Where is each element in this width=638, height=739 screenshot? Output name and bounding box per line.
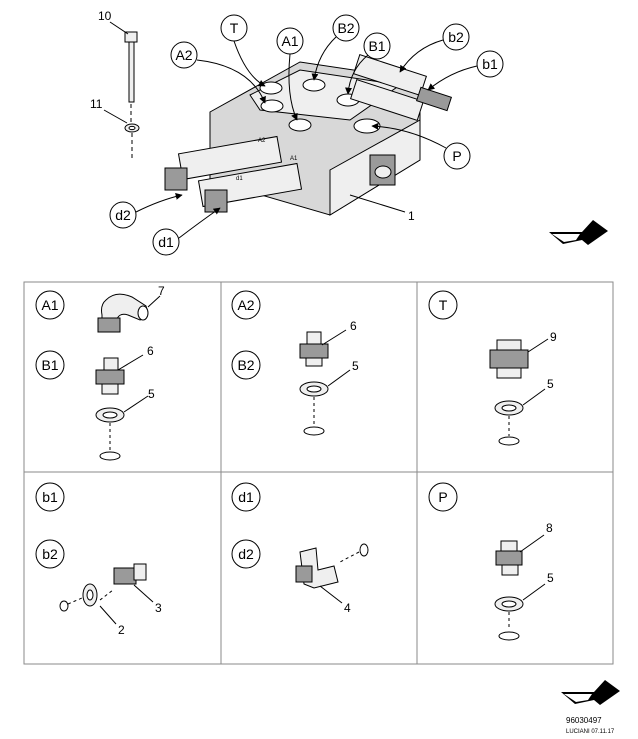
- svg-text:B1: B1: [368, 38, 385, 54]
- cell-b1-b2: b1 b2 2 3: [35, 482, 162, 637]
- cell-a2-b2: A2 B2 6 5: [231, 290, 359, 436]
- callout-P: P: [371, 122, 471, 170]
- union-fitting-part: [113, 567, 137, 585]
- cell-d1-d2: d1 d2 4: [231, 482, 369, 615]
- adapter-part: [95, 369, 125, 385]
- label-B1: B1: [41, 357, 58, 373]
- svg-text:d1: d1: [158, 234, 174, 250]
- cell-a1-b1: A1 B1 7 6 5: [35, 284, 165, 461]
- direction-arrow-icon: [549, 220, 608, 245]
- label-P: P: [438, 489, 447, 505]
- cell-p: P 8 5: [428, 482, 554, 641]
- bolt-part: [124, 31, 138, 122]
- label-A1: A1: [41, 297, 58, 313]
- label-A2: A2: [237, 297, 254, 313]
- part-number-2: 2: [118, 623, 125, 637]
- part-number-8: 8: [546, 521, 553, 535]
- svg-text:b2: b2: [448, 29, 464, 45]
- part-number-10: 10: [98, 9, 112, 23]
- callout-A1: A1: [276, 27, 304, 121]
- cell-t: T 9 5: [428, 290, 557, 446]
- part-number-5: 5: [352, 359, 359, 373]
- svg-text:A1: A1: [281, 33, 298, 49]
- part-number-6: 6: [350, 319, 357, 333]
- svg-text:B2: B2: [337, 20, 354, 36]
- body-mark-d1: d1: [236, 176, 243, 182]
- part-number-3: 3: [155, 601, 162, 615]
- adapter-part: [495, 550, 523, 566]
- plug-fitting-part: [489, 349, 529, 369]
- body-mark-a2: A2: [258, 138, 266, 144]
- label-d2: d2: [238, 546, 254, 562]
- label-B2: B2: [237, 357, 254, 373]
- part-number-5: 5: [547, 377, 554, 391]
- label-d1: d1: [238, 489, 254, 505]
- svg-text:A2: A2: [175, 47, 192, 63]
- part-number-7: 7: [158, 284, 165, 298]
- label-b2: b2: [42, 546, 58, 562]
- adapter-part: [299, 343, 329, 359]
- valve-assembly: 10 11 A2 A1 d1 1: [90, 9, 453, 223]
- callout-d1: d1: [152, 207, 221, 256]
- part-number-6: 6: [147, 344, 154, 358]
- label-b1: b1: [42, 489, 58, 505]
- parts-grid: [23, 281, 614, 665]
- part-number-1: 1: [408, 209, 415, 223]
- part-number-5: 5: [148, 387, 155, 401]
- svg-text:b1: b1: [482, 56, 498, 72]
- doc-number: 96030497: [566, 716, 602, 725]
- part-number-5: 5: [547, 571, 554, 585]
- callout-T: T: [220, 14, 266, 87]
- part-number-9: 9: [550, 330, 557, 344]
- callout-A2: A2: [170, 41, 266, 104]
- svg-text:T: T: [230, 20, 239, 36]
- callout-d2: d2: [109, 192, 183, 229]
- label-T: T: [439, 297, 448, 313]
- callout-B2: B2: [311, 14, 360, 81]
- callout-b1: b1: [427, 50, 504, 91]
- body-mark-a1: A1: [290, 156, 298, 162]
- callout-B1: B1: [345, 32, 391, 95]
- part-number-11: 11: [90, 97, 103, 111]
- svg-text:d2: d2: [115, 207, 131, 223]
- callout-b2: b2: [399, 23, 470, 73]
- svg-text:P: P: [452, 148, 461, 164]
- direction-arrow-icon: [561, 680, 620, 705]
- part-number-4: 4: [344, 601, 351, 615]
- doc-author-date: LUCIANI 07.11.17: [566, 729, 615, 735]
